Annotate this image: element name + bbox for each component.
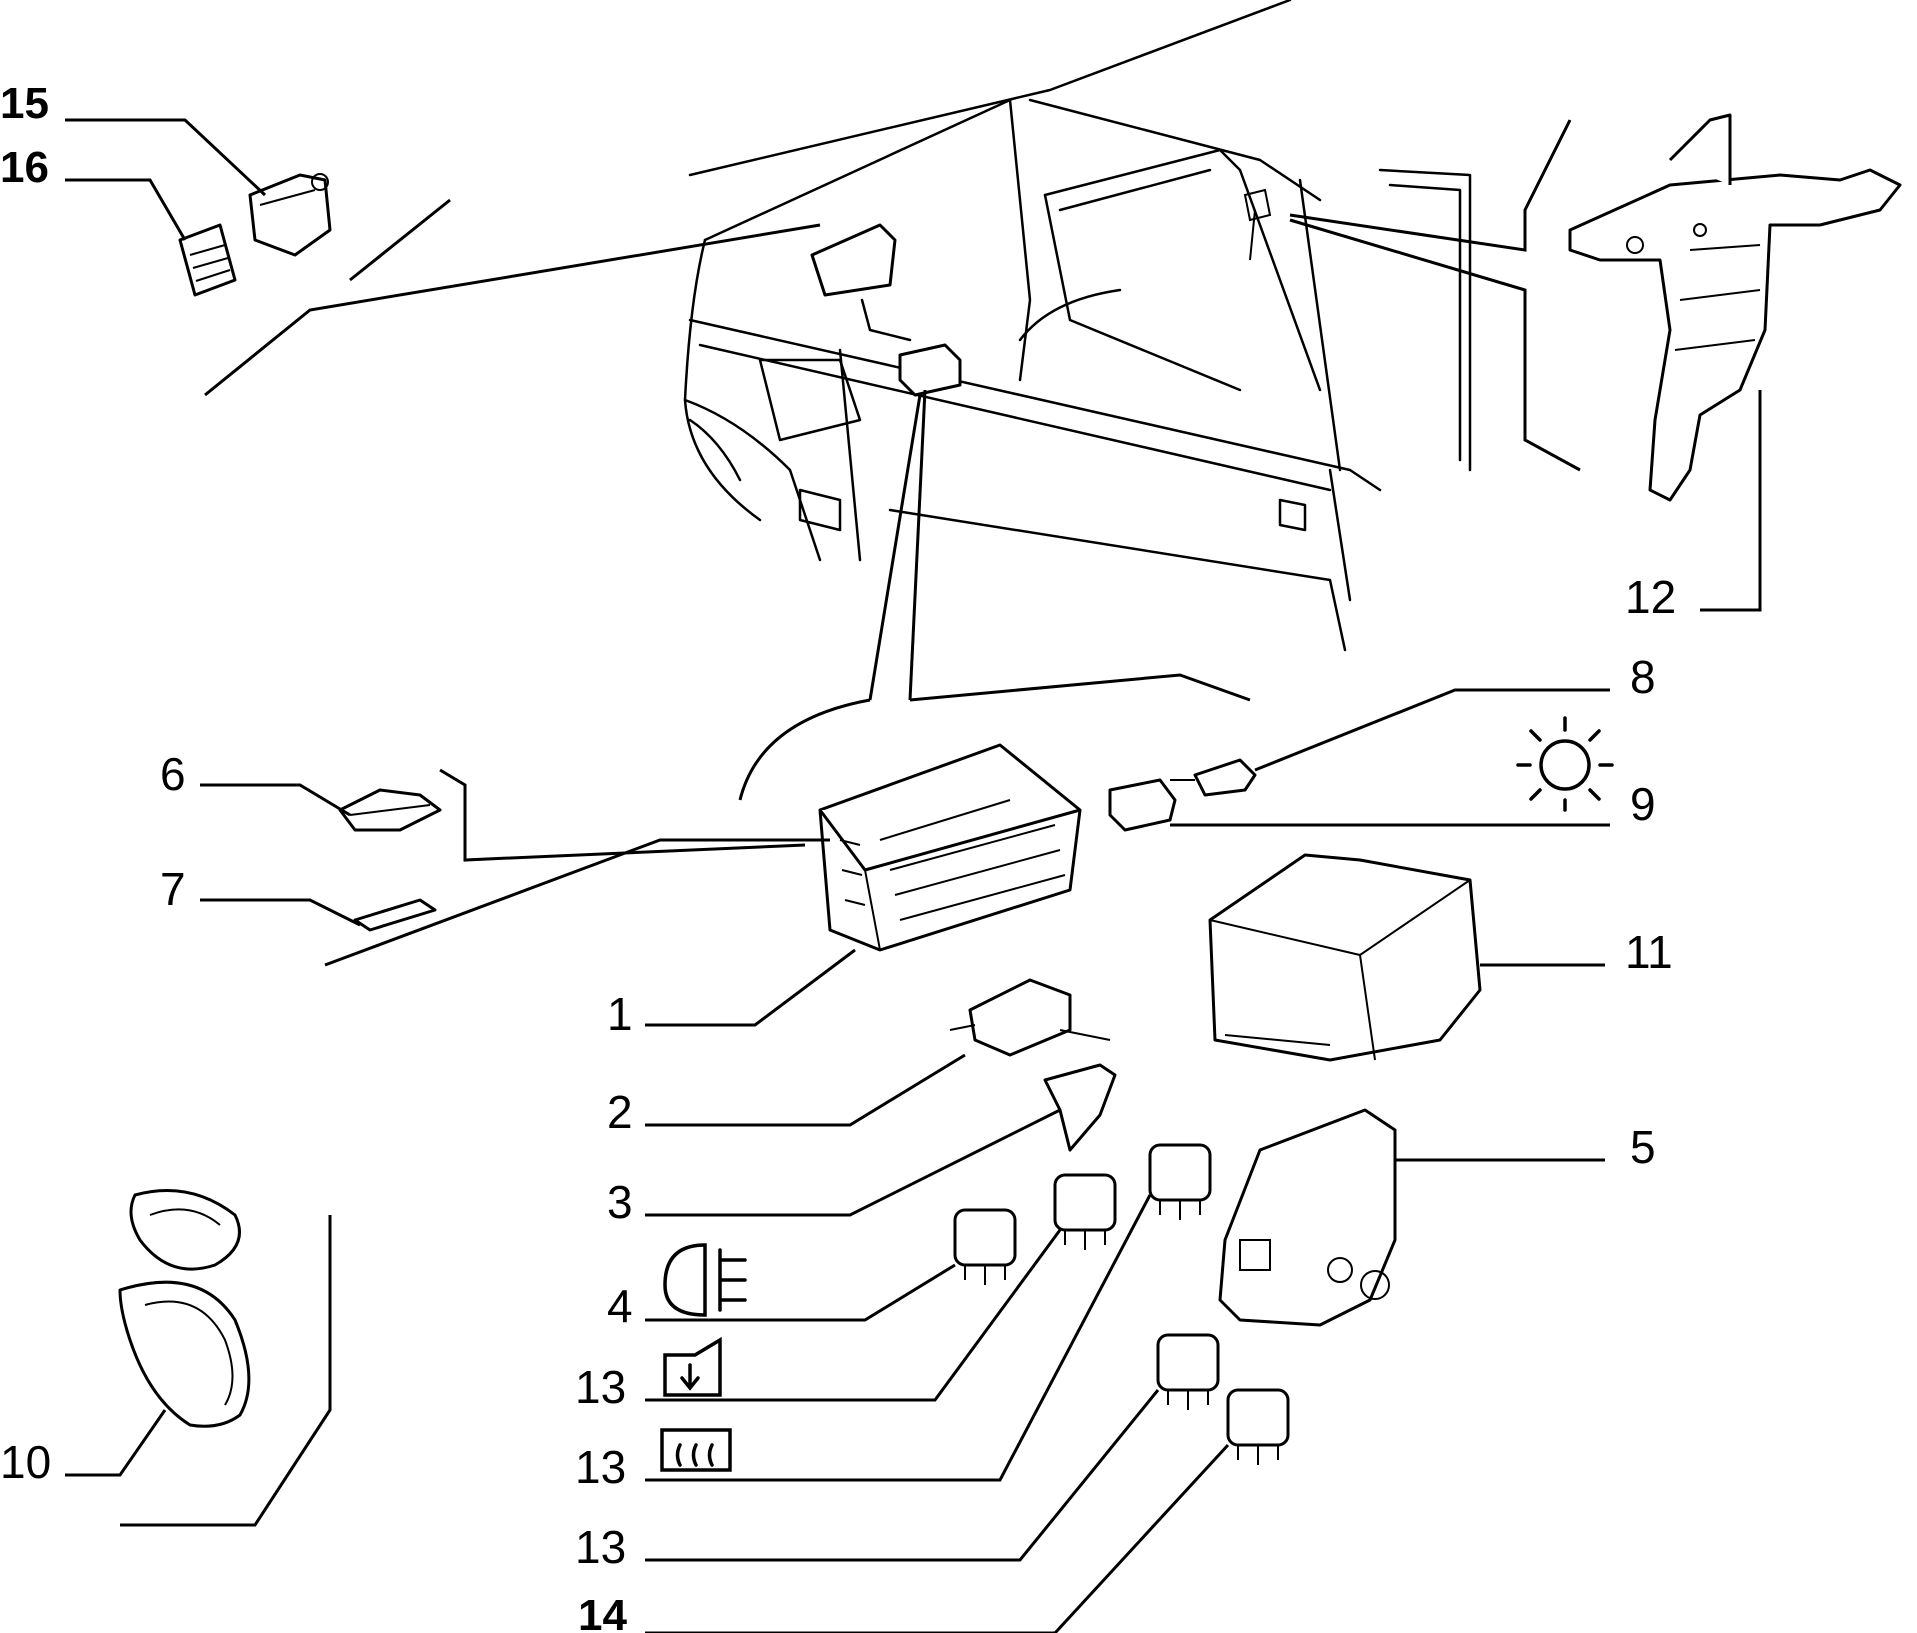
fog-light-icon	[663, 1243, 747, 1317]
car-body-illustration	[683, 0, 1472, 652]
relay-13-lower	[1156, 1333, 1220, 1410]
part-2-relay-holder	[949, 978, 1111, 1057]
part-12-bracket	[1568, 113, 1902, 502]
guide-lines	[204, 119, 1581, 801]
label-14: 14	[578, 1591, 627, 1633]
part-6-terminal	[338, 788, 442, 832]
relay-4	[953, 1208, 1017, 1285]
part-11-cover	[1208, 853, 1482, 1062]
label-13-c: 13	[575, 1521, 626, 1573]
part-9-lamp-holder	[1108, 778, 1177, 832]
label-13-b: 13	[575, 1441, 626, 1493]
label-5: 5	[1630, 1121, 1656, 1173]
label-9: 9	[1630, 778, 1656, 830]
leader-lines	[65, 118, 1762, 1633]
label-2: 2	[607, 1086, 633, 1138]
label-13-a: 13	[575, 1361, 626, 1413]
rear-defrost-icon	[660, 1428, 732, 1472]
label-6: 6	[160, 748, 186, 800]
label-11: 11	[1625, 926, 1673, 978]
label-4: 4	[607, 1280, 633, 1332]
relay-13-window	[1053, 1173, 1117, 1250]
label-3: 3	[607, 1176, 633, 1228]
label-12: 12	[1625, 571, 1676, 623]
part-7-terminal	[353, 898, 437, 932]
part-5-plate	[1218, 1108, 1397, 1327]
part-1-fuse-box	[818, 743, 1082, 952]
part-16-connector	[178, 223, 237, 297]
label-15: 15	[0, 79, 49, 128]
relay-13-defrost	[1148, 1143, 1212, 1220]
part-3-clip	[1043, 1063, 1117, 1152]
label-1: 1	[607, 988, 633, 1040]
part-15-relay	[248, 173, 332, 257]
label-8: 8	[1630, 651, 1656, 703]
power-window-icon	[663, 1336, 722, 1397]
label-10: 10	[0, 1436, 51, 1488]
part-10-grommet	[118, 1189, 251, 1428]
label-16: 16	[0, 143, 49, 192]
part-8-connector	[1170, 758, 1257, 797]
light-icon	[1516, 716, 1614, 812]
relay-14	[1226, 1388, 1290, 1465]
label-7: 7	[160, 863, 186, 915]
